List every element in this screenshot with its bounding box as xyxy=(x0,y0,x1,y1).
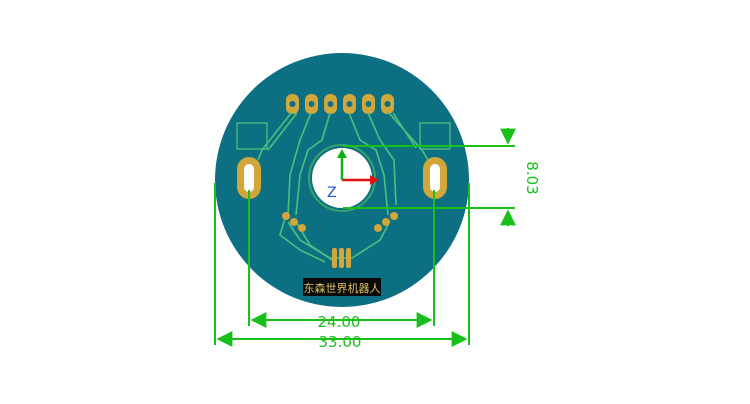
smd-pads xyxy=(282,212,398,268)
silkscreen-text: 东森世界机器人 xyxy=(304,281,381,295)
silk-box-left xyxy=(236,122,268,150)
dimension-mount-spacing-value: 24.00 xyxy=(318,313,361,331)
connector-pads xyxy=(286,94,394,114)
silkscreen-label-box xyxy=(303,278,381,296)
copper-traces xyxy=(257,111,429,263)
dimension-outer-diameter-value: 33.00 xyxy=(319,333,362,351)
coordinate-triad-icon: Z xyxy=(327,149,379,201)
z-axis-label: Z xyxy=(327,185,337,201)
right-mount-slot xyxy=(430,164,440,192)
dimension-mount-spacing[interactable] xyxy=(248,190,435,328)
left-mount-slot xyxy=(244,164,254,192)
dimension-outer-diameter[interactable] xyxy=(214,183,470,347)
dimension-center-hole-value: 8.03 xyxy=(523,161,541,194)
silk-box-right xyxy=(419,122,451,150)
dimension-center-hole[interactable] xyxy=(343,128,516,226)
